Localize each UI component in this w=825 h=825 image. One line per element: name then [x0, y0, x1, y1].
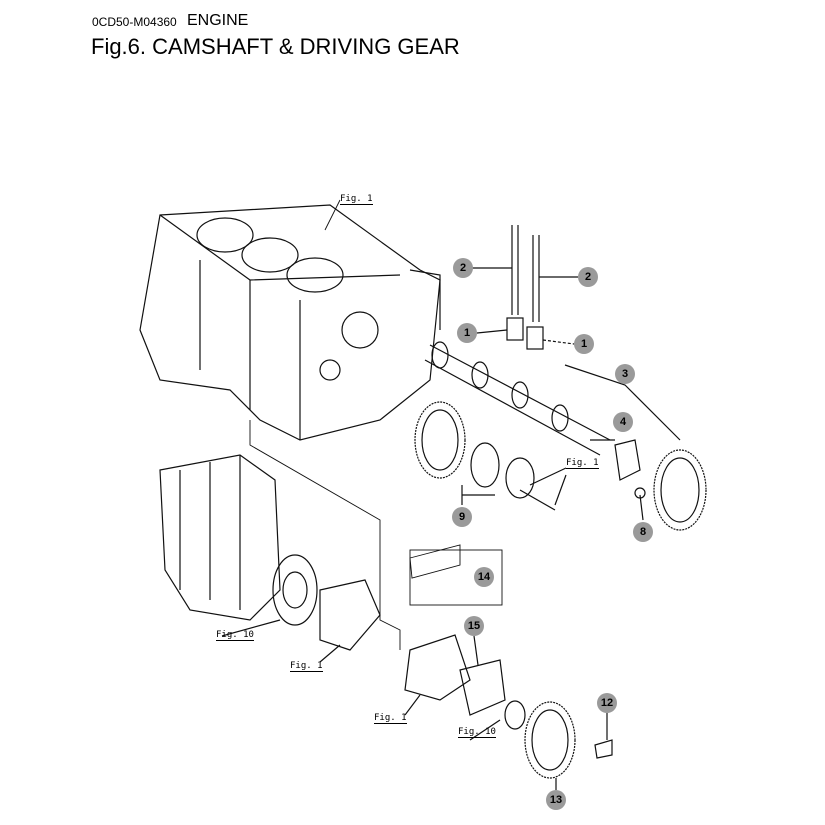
callout-1[interactable]: 1	[574, 334, 594, 354]
fuel-injection-pump	[159, 454, 318, 637]
fig-ref[interactable]: Fig. 1	[340, 194, 373, 205]
fig-ref[interactable]: Fig. 10	[216, 630, 254, 641]
fig-ref[interactable]: Fig. 10	[458, 727, 496, 738]
idle-gear	[414, 401, 567, 511]
callout-15[interactable]: 15	[464, 616, 484, 636]
fig-ref[interactable]: Fig. 1	[374, 713, 407, 724]
callout-14[interactable]: 14	[474, 567, 494, 587]
callout-2[interactable]: 2	[453, 258, 473, 278]
callout-4[interactable]: 4	[613, 412, 633, 432]
leader-lines	[249, 199, 503, 650]
section-name: ENGINE	[187, 12, 249, 29]
callout-3[interactable]: 3	[615, 364, 635, 384]
fig-ref[interactable]: Fig. 1	[290, 661, 323, 672]
callout-2[interactable]: 2	[578, 267, 598, 287]
gaskets	[319, 579, 471, 716]
callout-1[interactable]: 1	[457, 323, 477, 343]
crank-gear	[459, 635, 613, 790]
camshaft	[424, 341, 681, 456]
callout-8[interactable]: 8	[633, 522, 653, 542]
callout-13[interactable]: 13	[546, 790, 566, 810]
callout-9[interactable]: 9	[452, 507, 472, 527]
callout-12[interactable]: 12	[597, 693, 617, 713]
fig-ref[interactable]: Fig. 1	[566, 458, 599, 469]
cam-gear	[614, 439, 707, 531]
tappets	[476, 317, 575, 350]
push-rods	[472, 225, 578, 322]
engine-block	[139, 204, 441, 441]
page-title: Fig.6. CAMSHAFT & DRIVING GEAR	[91, 34, 460, 59]
part-code: 0CD50-M04360	[92, 15, 177, 29]
